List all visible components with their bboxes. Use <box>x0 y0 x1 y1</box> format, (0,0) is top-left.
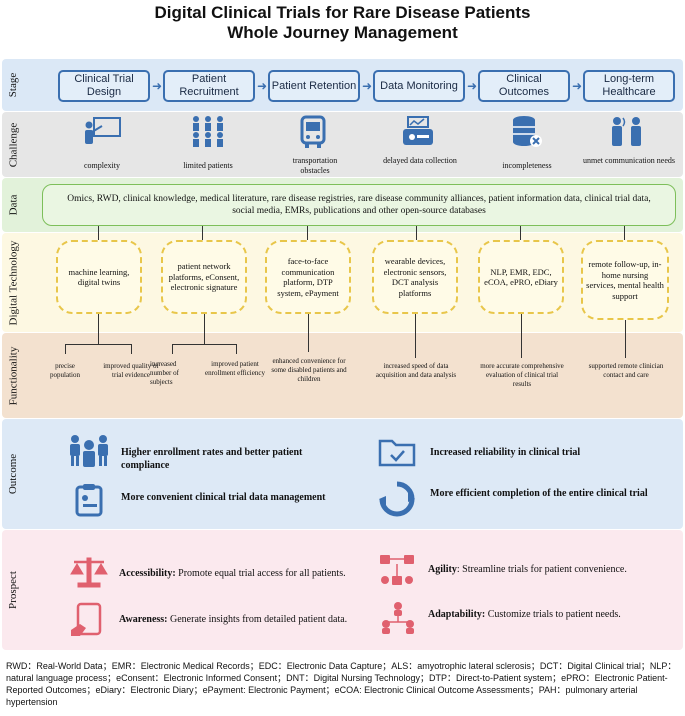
arrow-icon: ➜ <box>572 79 583 93</box>
clipboard-icon <box>75 484 103 517</box>
func-text-d: increased speed of data acquisition and … <box>375 362 457 379</box>
connector-line <box>308 314 309 352</box>
connector-line <box>131 344 132 354</box>
tech-box-4: wearable devices, electronic sensors, DC… <box>372 240 458 314</box>
outcome-text-1: Higher enrollment rates and better patie… <box>121 447 303 471</box>
connector-line <box>624 226 625 240</box>
challenge-band <box>2 112 683 177</box>
outcome-text-3: More convenient clinical trial data mana… <box>121 492 326 503</box>
database-error-icon <box>513 116 542 147</box>
challenge-text-5: incompleteness <box>502 161 552 170</box>
data-sources-box: Omics, RWD, clinical knowledge, medical … <box>42 184 676 226</box>
row-label-tech: Digital Technology <box>7 240 19 325</box>
prospect-adaptability: Adaptability: Customize trials to patien… <box>428 609 621 620</box>
communication-icon <box>612 117 641 146</box>
tablet-hand-icon <box>71 602 102 636</box>
connector-line <box>65 344 66 354</box>
func-text-a1: precise population <box>50 362 80 379</box>
prospect-band <box>2 530 683 650</box>
workflow-icon <box>380 555 414 585</box>
func-text-e: more accurate comprehensive evaluation o… <box>480 362 564 388</box>
arrow-icon: ➜ <box>467 79 478 93</box>
func-text-a2: improved quality of trial evidence <box>103 362 159 379</box>
arrow-icon: ➜ <box>152 79 163 93</box>
abbreviation-footnote: RWD：Real-World Data；EMR：Electronic Medic… <box>6 661 677 707</box>
func-text-b2: improved patient enrollment efficiency <box>205 360 265 377</box>
people-group-icon <box>70 435 108 467</box>
prospect-agility: Agility: Streamline trials for patient c… <box>428 564 627 575</box>
connector-line <box>65 344 131 345</box>
prospect-accessibility: Accessibility: Promote equal trial acces… <box>119 568 346 579</box>
func-text-b1: increased number of subjects <box>150 360 179 386</box>
stage-box-6: Long-term Healthcare <box>583 70 675 102</box>
connector-line <box>415 314 416 358</box>
connector-line <box>172 344 173 354</box>
challenge-text-2: limited patients <box>183 161 233 170</box>
outcome-band <box>2 419 683 529</box>
row-label-challenge: Challenge <box>7 122 20 167</box>
prospect-awareness: Awareness: Generate insights from detail… <box>119 614 348 625</box>
arrow-icon: ➜ <box>362 79 373 93</box>
tech-box-1: machine learning, digital twins <box>56 240 142 314</box>
row-label-prospect: Prospect <box>7 571 20 609</box>
balance-scale-icon <box>70 557 108 588</box>
connector-line <box>98 226 99 240</box>
connector-line <box>307 226 308 240</box>
arrow-icon: ➜ <box>257 79 268 93</box>
connector-line <box>416 226 417 240</box>
stage-box-1: Clinical Trial Design <box>58 70 150 102</box>
tech-box-3: face-to-face communication platform, DTP… <box>265 240 351 314</box>
connector-line <box>202 226 203 240</box>
tech-box-5: NLP, EMR, EDC, eCOA, ePRO, eDiary <box>478 240 564 314</box>
diagram-title-line1: Digital Clinical Trials for Rare Disease… <box>154 3 531 22</box>
refresh-cycle-icon <box>379 481 415 517</box>
outcome-text-4: More efficient completion of the entire … <box>430 488 648 499</box>
stage-box-5: Clinical Outcomes <box>478 70 570 102</box>
stage-box-4: Data Monitoring <box>373 70 465 102</box>
challenge-text-3: transportation obstacles <box>292 156 338 175</box>
stage-box-2: Patient Recruitment <box>163 70 255 102</box>
tech-box-2: patient network platforms, eConsent, ele… <box>161 240 247 314</box>
diagram-title-line2: Whole Journey Management <box>227 23 458 42</box>
challenge-text-1: complexity <box>84 161 120 170</box>
outcome-text-2: Increased reliability in clinical trial <box>430 447 581 458</box>
row-label-outcome: Outcome <box>7 453 20 495</box>
challenge-text-4: delayed data collection <box>383 156 457 165</box>
bus-icon <box>300 115 326 148</box>
network-people-icon <box>382 602 414 634</box>
connector-line <box>520 226 521 240</box>
row-label-functionality: Functionality <box>7 346 20 405</box>
presentation-board-icon <box>85 117 121 144</box>
functionality-band <box>2 333 683 418</box>
connector-line <box>172 344 236 345</box>
challenge-text-6: unmet communication needs <box>583 156 675 165</box>
connector-line <box>204 314 205 344</box>
row-label-stage: Stage <box>6 72 19 98</box>
row-label-data: Data <box>6 194 19 216</box>
patients-group-icon <box>193 116 223 147</box>
func-text-f: supported remote clinician contact and c… <box>588 362 664 379</box>
connector-line <box>521 314 522 358</box>
connector-line <box>236 344 237 354</box>
folder-check-icon <box>378 439 416 467</box>
connector-line <box>98 314 99 344</box>
connector-line <box>625 320 626 358</box>
stage-box-3: Patient Retention <box>268 70 360 102</box>
data-monitor-icon <box>403 116 433 145</box>
tech-box-6: remote follow-up, in-home nursing servic… <box>581 240 669 320</box>
func-text-c: enhanced convenience for some disabled p… <box>271 357 347 383</box>
